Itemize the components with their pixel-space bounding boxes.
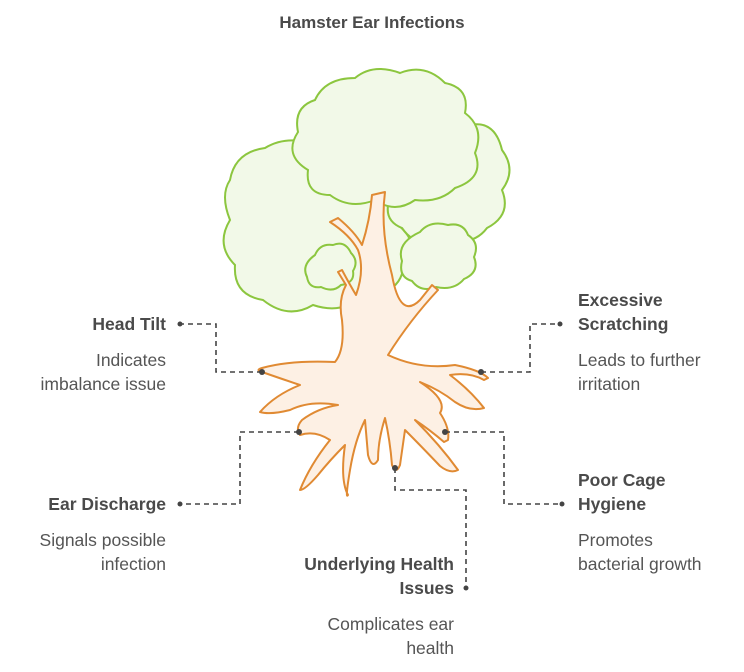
item-title: Ear Discharge <box>48 494 166 514</box>
anchor-dot <box>463 585 469 591</box>
label-head-tilt: Head Tilt Indicates imbalance issue <box>10 312 166 396</box>
anchor-dot <box>478 369 484 375</box>
item-title: Head Tilt <box>92 314 166 334</box>
connector-excessive-scratching <box>481 323 560 373</box>
item-title: Poor Cage Hygiene <box>578 468 738 516</box>
connector-ear-discharge <box>180 431 299 505</box>
anchor-dot <box>442 429 448 435</box>
item-description: Leads to further irritation <box>578 348 738 396</box>
desc-line: imbalance issue <box>40 374 166 394</box>
connectors <box>180 323 562 588</box>
connector-underlying-health <box>394 468 467 588</box>
title-line: Scratching <box>578 314 669 334</box>
item-title: Excessive Scratching <box>578 288 738 336</box>
desc-line: health <box>406 638 454 658</box>
anchor-dot <box>557 321 563 327</box>
title-line: Hygiene <box>578 494 647 514</box>
diagram-title: Hamster Ear Infections <box>279 13 465 32</box>
desc-line: Complicates ear <box>327 614 454 634</box>
item-description: Signals possible infection <box>10 528 166 576</box>
desc-line: infection <box>100 554 166 574</box>
desc-line: Signals possible <box>39 530 166 550</box>
anchor-dot <box>296 429 302 435</box>
anchor-dot <box>177 321 183 327</box>
item-description: Complicates ear health <box>250 612 454 660</box>
anchor-dot <box>392 465 398 471</box>
anchor-dot <box>259 369 265 375</box>
connector-poor-cage-hygiene <box>445 431 562 505</box>
label-ear-discharge: Ear Discharge Signals possible infection <box>10 492 166 576</box>
desc-line: irritation <box>578 374 641 394</box>
foliage-cloud-top <box>291 68 480 208</box>
title-line: Excessive <box>578 290 663 310</box>
tree-trunk-and-roots <box>257 191 489 497</box>
foliage-cloud-small-right <box>399 222 477 290</box>
desc-line: Promotes <box>578 530 653 550</box>
desc-line: Leads to further <box>578 350 701 370</box>
label-excessive-scratching: Excessive Scratching Leads to further ir… <box>578 288 738 396</box>
item-description: Indicates imbalance issue <box>10 348 166 396</box>
title-line: Underlying Health <box>304 554 454 574</box>
anchor-dot <box>559 501 565 507</box>
label-underlying-health-issues: Underlying Health Issues Complicates ear… <box>250 552 454 660</box>
title-line: Issues <box>399 578 454 598</box>
item-title: Underlying Health Issues <box>250 552 454 600</box>
anchor-dot <box>177 501 183 507</box>
label-poor-cage-hygiene: Poor Cage Hygiene Promotes bacterial gro… <box>578 468 738 576</box>
title-line: Poor Cage <box>578 470 666 490</box>
connector-head-tilt <box>180 323 262 373</box>
desc-line: Indicates <box>95 350 166 370</box>
desc-line: bacterial growth <box>578 554 702 574</box>
item-description: Promotes bacterial growth <box>578 528 738 576</box>
connector-dots <box>177 321 565 591</box>
